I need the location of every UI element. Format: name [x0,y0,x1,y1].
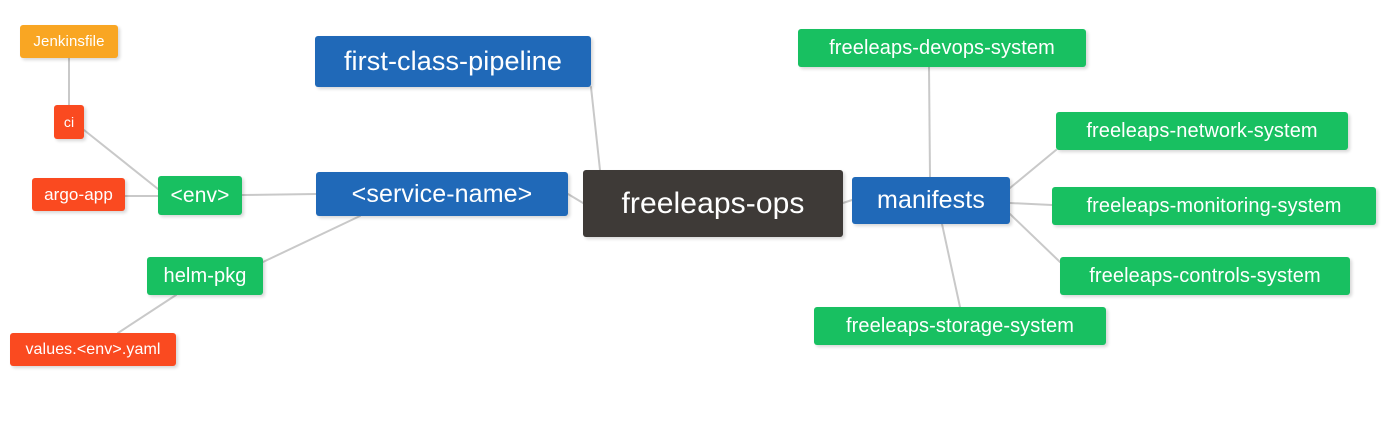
edge-manifests-to-freeleaps-storage-system [941,223,961,308]
node-label: helm-pkg [163,265,247,287]
edge-manifests-to-freeleaps-devops-system [928,66,931,178]
node-label: freeleaps-controls-system [1089,265,1321,287]
node-label: manifests [877,186,985,214]
edge-service-name-to-env [241,193,317,196]
node-label: <env> [170,184,230,207]
edge-manifests-to-freeleaps-network-system [1009,149,1057,189]
edge-helm-pkg-to-values-env-yaml [117,294,177,334]
node-argo-app[interactable]: argo-app [32,178,125,211]
node-jenkinsfile[interactable]: Jenkinsfile [20,25,118,58]
node-first-class-pipeline[interactable]: first-class-pipeline [315,36,591,87]
node-freeleaps-ops[interactable]: freeleaps-ops [583,170,843,237]
node-values-env-yaml[interactable]: values.<env>.yaml [10,333,176,366]
node-freeleaps-storage-system[interactable]: freeleaps-storage-system [814,307,1106,345]
node-label: values.<env>.yaml [25,340,161,358]
node-label: freeleaps-storage-system [845,315,1075,337]
node-freeleaps-monitoring-system[interactable]: freeleaps-monitoring-system [1052,187,1376,225]
node-service-name[interactable]: <service-name> [316,172,568,216]
node-label: <service-name> [351,179,533,208]
node-manifests[interactable]: manifests [852,177,1010,224]
node-label: freeleaps-monitoring-system [1086,195,1342,217]
edge-freeleaps-ops-to-manifests [842,199,853,204]
node-label: Jenkinsfile [33,33,105,50]
node-env[interactable]: <env> [158,176,242,215]
node-label: freeleaps-devops-system [829,37,1055,59]
node-freeleaps-network-system[interactable]: freeleaps-network-system [1056,112,1348,150]
node-freeleaps-controls-system[interactable]: freeleaps-controls-system [1060,257,1350,295]
node-freeleaps-devops-system[interactable]: freeleaps-devops-system [798,29,1086,67]
edge-freeleaps-ops-to-first-class-pipeline [590,86,601,171]
node-label: freeleaps-network-system [1086,120,1318,142]
node-ci[interactable]: ci [54,105,84,139]
node-label: ci [63,114,75,130]
node-helm-pkg[interactable]: helm-pkg [147,257,263,295]
node-label: freeleaps-ops [621,186,805,220]
edge-manifests-to-freeleaps-monitoring-system [1009,202,1053,206]
edge-freeleaps-ops-to-service-name [567,193,584,204]
edge-service-name-to-helm-pkg [262,215,361,263]
node-label: first-class-pipeline [343,46,563,76]
node-label: argo-app [44,185,113,204]
